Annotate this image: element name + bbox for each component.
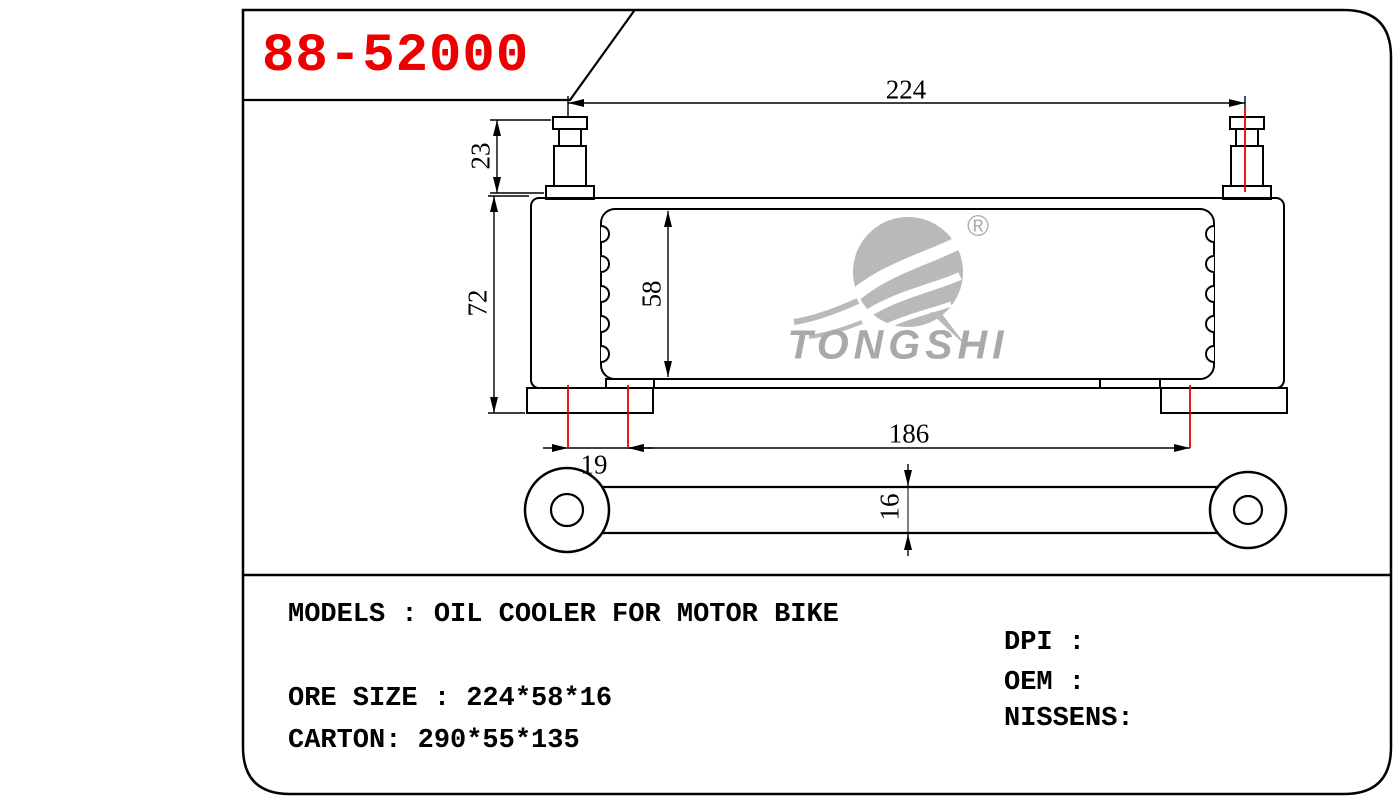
logo-swoosh-cut-2 bbox=[858, 272, 962, 322]
right-boss-outer bbox=[1208, 470, 1288, 550]
tube-notch bbox=[600, 255, 610, 273]
body-outline bbox=[530, 197, 1285, 389]
registered-trademark-symbol: ® bbox=[966, 210, 990, 243]
dim-label-core-height: 58 bbox=[636, 280, 667, 308]
bottom-tab-right bbox=[1099, 378, 1161, 389]
logo-disc bbox=[853, 217, 963, 327]
tongshi-logo-emblem bbox=[793, 217, 970, 348]
bottom-tab-left bbox=[605, 378, 655, 389]
carton-line: CARTON: 290*55*135 bbox=[288, 726, 580, 756]
right-mounting-foot bbox=[1160, 387, 1288, 414]
dim-label-thickness: 16 bbox=[874, 493, 905, 521]
left-pipe-neck bbox=[558, 128, 582, 147]
tongshi-wordmark: TONGSHI bbox=[787, 321, 1009, 368]
left-boss-hole bbox=[549, 492, 585, 528]
tube-notch bbox=[1205, 345, 1215, 363]
dim-label-overall-width: 224 bbox=[885, 74, 927, 105]
right-pipe-neck bbox=[1235, 128, 1259, 147]
tube-notch bbox=[1205, 285, 1215, 303]
logo-beak bbox=[930, 312, 968, 348]
nissens-label: NISSENS: bbox=[1004, 704, 1134, 734]
dpi-label: DPI : bbox=[1004, 628, 1086, 658]
left-mounting-foot bbox=[526, 387, 654, 414]
tube-notch bbox=[600, 285, 610, 303]
tube-notch bbox=[600, 315, 610, 333]
logo-speed-line-2 bbox=[808, 320, 863, 339]
left-pipe-cap bbox=[552, 116, 588, 130]
tube-notch bbox=[1205, 225, 1215, 243]
left-boss-outer bbox=[523, 466, 611, 554]
tube-notch bbox=[1205, 315, 1215, 333]
dim-label-pipe-height: 23 bbox=[465, 142, 496, 170]
part-number: 88-52000 bbox=[262, 26, 530, 87]
core-size-line: ORE SIZE : 224*58*16 bbox=[288, 684, 613, 714]
logo-speed-line-1 bbox=[793, 298, 860, 325]
oem-label: OEM : bbox=[1004, 668, 1086, 698]
cooler-front-view bbox=[526, 116, 1288, 414]
dim-label-mount-spacing: 186 bbox=[888, 418, 930, 449]
dim-label-body-height: 72 bbox=[462, 289, 493, 317]
right-pipe-barrel bbox=[1230, 145, 1264, 187]
tube-notch bbox=[600, 345, 610, 363]
dimension-lines bbox=[488, 96, 1246, 556]
outer-border bbox=[241, 8, 1393, 796]
logo-swoosh-cut-1 bbox=[846, 233, 970, 304]
dim-label-foot-offset: 19 bbox=[580, 449, 608, 480]
models-line: MODELS : OIL COOLER FOR MOTOR BIKE bbox=[288, 600, 839, 630]
frame bbox=[241, 8, 1393, 796]
right-pipe-cap bbox=[1229, 116, 1265, 130]
tube-notch bbox=[600, 225, 610, 243]
tube-notch bbox=[1205, 255, 1215, 273]
right-boss-hole bbox=[1232, 494, 1264, 526]
red-extension-lines bbox=[567, 108, 1246, 448]
logo-swoosh-cut-3 bbox=[871, 301, 952, 336]
cooler-side-view bbox=[523, 466, 1288, 554]
left-pipe-barrel bbox=[553, 145, 587, 187]
